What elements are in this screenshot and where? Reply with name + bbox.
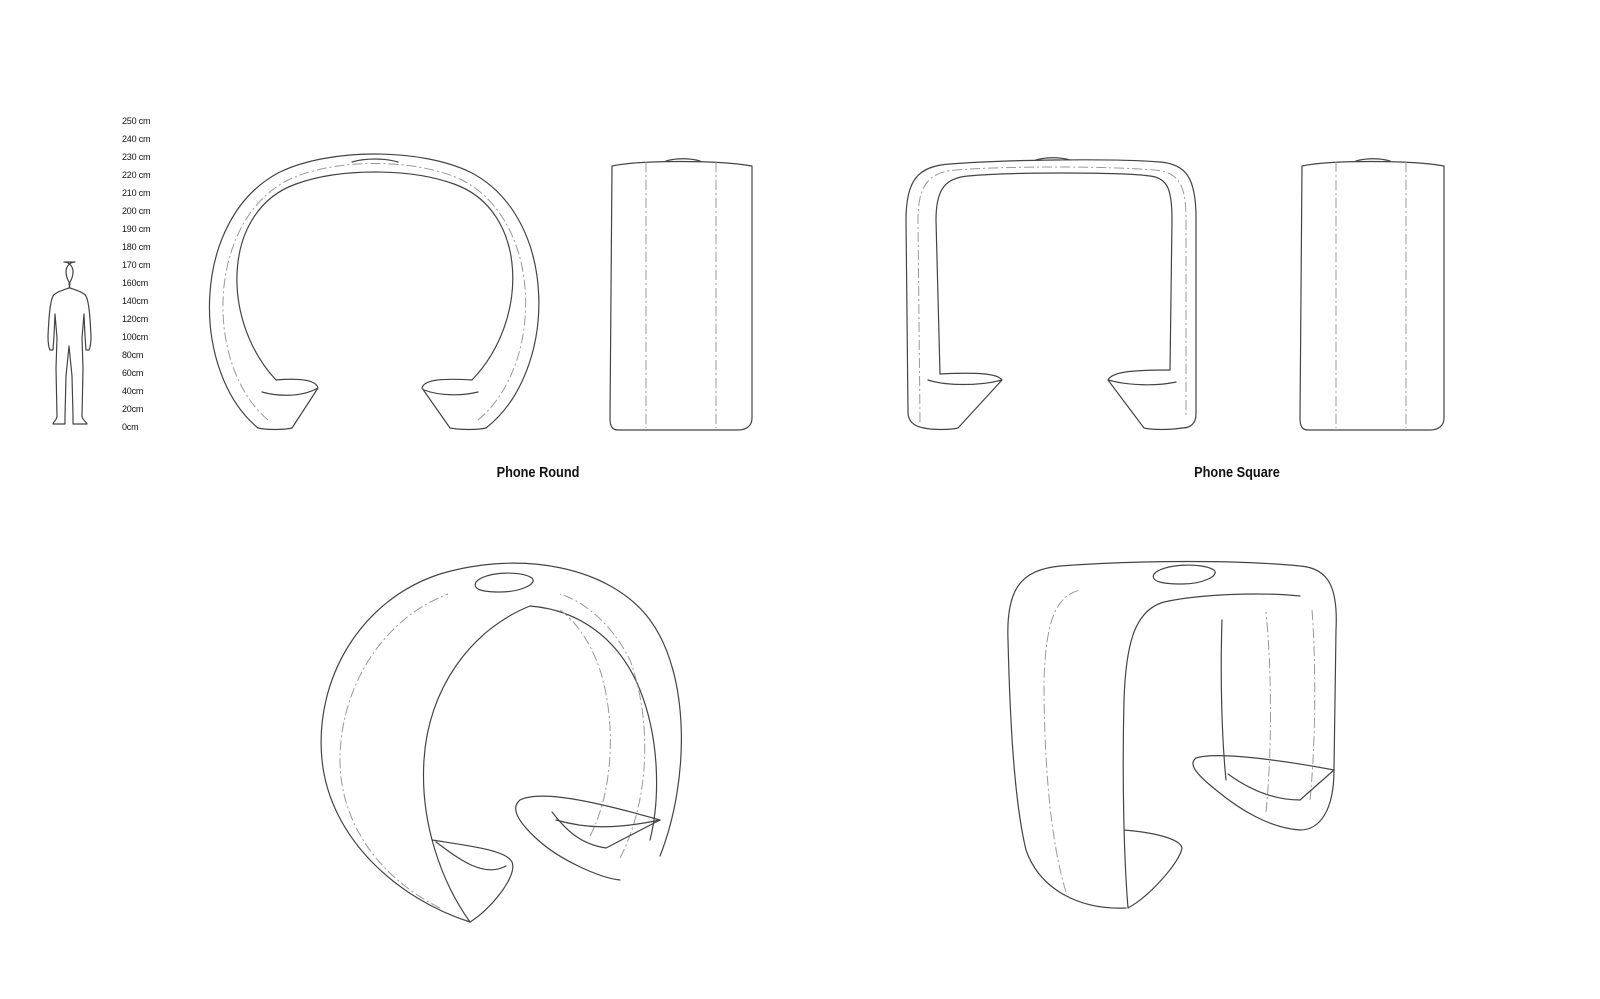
- scale-label: 80cm: [122, 350, 143, 360]
- scale-label: 120cm: [122, 314, 148, 324]
- height-scale: 250 cm 240 cm 230 cm 220 cm 210 cm 200 cm 190 …: [122, 116, 151, 432]
- scale-label: 180 cm: [122, 242, 150, 252]
- scale-label: 40cm: [122, 386, 143, 396]
- phone-round-side-view: [609, 158, 753, 431]
- phone-square-perspective: [1007, 560, 1337, 909]
- caption-phone-square: Phone Square: [1194, 464, 1280, 481]
- phone-round-perspective: [320, 562, 682, 923]
- scale-label: 60cm: [122, 368, 143, 378]
- scale-label: 190 cm: [122, 224, 150, 234]
- scale-label: 160cm: [122, 278, 148, 288]
- scale-label: 230 cm: [122, 152, 150, 162]
- scale-label: 220 cm: [122, 170, 150, 180]
- scale-label: 200 cm: [122, 206, 150, 216]
- scale-label: 210 cm: [122, 188, 150, 198]
- phone-square-front-view: [905, 157, 1197, 431]
- scale-label: 140cm: [122, 296, 148, 306]
- scale-label: 250 cm: [122, 116, 150, 126]
- scale-label: 240 cm: [122, 134, 150, 144]
- scale-label: 0cm: [122, 422, 138, 432]
- human-silhouette: [47, 261, 92, 425]
- caption-phone-round: Phone Round: [496, 464, 580, 481]
- scale-label: 100cm: [122, 332, 148, 342]
- phone-square-side-view: [1299, 158, 1445, 431]
- scale-label: 20cm: [122, 404, 143, 414]
- phone-round-front-view: [208, 153, 540, 431]
- scale-label: 170 cm: [122, 260, 150, 270]
